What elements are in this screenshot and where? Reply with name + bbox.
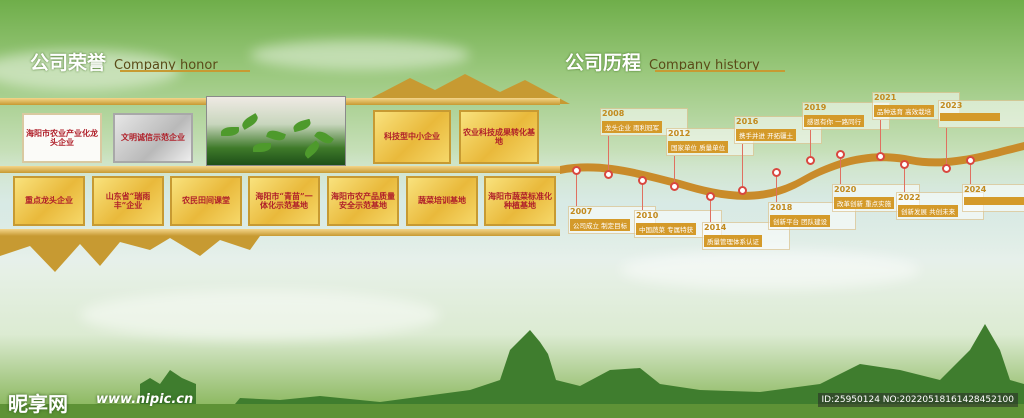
honor-title-en: Company honor — [114, 58, 218, 73]
honor-cert-row2-7: 海阳市蔬菜标准化种植基地 — [484, 176, 556, 226]
honor-cert-row1-1: 海阳市农业产业化龙头企业 — [22, 113, 102, 163]
timeline-dot — [772, 168, 781, 177]
timeline-text: 携手并进 开拓疆土 — [736, 129, 797, 141]
cert-text: 海阳市农业产业化龙头企业 — [26, 127, 98, 147]
timeline-connector — [608, 136, 609, 170]
timeline-dot — [604, 170, 613, 179]
timeline-connector — [946, 128, 947, 164]
honor-cert-row1-4: 农业科技成果转化基地 — [459, 110, 539, 164]
cert-text: 海阳市蔬菜标准化种植基地 — [488, 190, 552, 210]
timeline-dot — [900, 160, 909, 169]
timeline-dot — [966, 156, 975, 165]
honor-cert-row1-2: 文明诚信示范企业 — [113, 113, 193, 163]
honor-title-underline — [120, 70, 250, 72]
honor-cert-row2-5: 海阳市农产品质量安全示范基地 — [327, 176, 399, 226]
timeline-text: 国家单位 质量单位 — [668, 141, 729, 153]
honor-cert-row2-1: 重点龙头企业 — [13, 176, 85, 226]
cert-text: 海阳市“青苗”一体化示范基地 — [255, 190, 313, 210]
honor-cert-row2-3: 农民田间课堂 — [170, 176, 242, 226]
timeline-connector — [576, 174, 577, 206]
timeline-dot — [836, 150, 845, 159]
timeline-connector — [880, 120, 881, 152]
timeline-connector — [904, 168, 905, 192]
honor-cert-row2-6: 蔬菜培训基地 — [406, 176, 478, 226]
gold-mountain-bottom — [0, 236, 260, 272]
timeline-year: 2021 — [874, 93, 897, 102]
timeline-text: 创新发展 共创未来 — [898, 205, 959, 217]
timeline-connector — [710, 200, 711, 222]
timeline-text: 创新平台 团队建设 — [770, 215, 831, 227]
timeline-connector — [776, 176, 777, 202]
timeline-year: 2014 — [704, 223, 727, 232]
timeline-connector — [742, 144, 743, 186]
timeline-text: 品种选育 高效栽培 — [874, 105, 935, 117]
timeline-text — [964, 197, 1024, 205]
timeline-dot — [638, 176, 647, 185]
timeline-year: 2023 — [940, 101, 963, 110]
cert-text: 山东省“瑞雨丰”企业 — [105, 190, 151, 210]
timeline-dot — [738, 186, 747, 195]
timeline-connector — [840, 158, 841, 184]
timeline-year: 2012 — [668, 129, 691, 138]
timeline-text: 质量管理体系认证 — [704, 235, 762, 247]
bottom-band — [0, 404, 1024, 418]
honor-bottom-rail — [0, 229, 560, 236]
timeline-year: 2020 — [834, 185, 857, 194]
cert-text: 农业科技成果转化基地 — [463, 126, 535, 146]
timeline-dot — [706, 192, 715, 201]
watermark-url: www.nipic.cn — [96, 392, 194, 407]
timeline-text: 感恩有你 一路同行 — [804, 115, 865, 127]
timeline-text: 公司成立 制定目标 — [570, 219, 631, 231]
history-title-cn: 公司历程 — [565, 52, 642, 74]
timeline-connector — [810, 130, 811, 156]
timeline-connector — [970, 164, 971, 184]
honor-title: 公司荣誉 Company honor — [30, 48, 218, 75]
cloud — [80, 290, 440, 340]
timeline-dot — [876, 152, 885, 161]
honor-cert-row2-4: 海阳市“青苗”一体化示范基地 — [248, 176, 320, 226]
timeline-text: 改革创新 重点实施 — [834, 197, 895, 209]
timeline-year: 2016 — [736, 117, 759, 126]
timeline-year: 2007 — [570, 207, 593, 216]
timeline-connector — [642, 184, 643, 210]
honor-title-cn: 公司荣誉 — [30, 52, 107, 74]
city-silhouette — [140, 324, 1024, 410]
watermark-logo: 昵享网 — [8, 392, 68, 416]
cert-text: 重点龙头企业 — [25, 195, 73, 206]
timeline-dot — [806, 156, 815, 165]
history-title-underline — [655, 70, 785, 72]
timeline-year: 2024 — [964, 185, 987, 194]
timeline-text: 中国蔬菜 专属特获 — [636, 223, 697, 235]
timeline-year: 2018 — [770, 203, 793, 212]
timeline-text — [940, 113, 1000, 121]
cloud — [620, 250, 920, 290]
timeline-year: 2008 — [602, 109, 625, 118]
honor-cert-row1-3: 科技型中小企业 — [373, 110, 451, 164]
timeline-year: 2019 — [804, 103, 827, 112]
timeline-text: 龙头企业 雨利冠军 — [602, 121, 663, 133]
seedling-photo — [206, 96, 346, 166]
cloud — [250, 40, 470, 70]
timeline-connector — [674, 156, 675, 182]
cert-text: 科技型中小企业 — [384, 131, 440, 142]
watermark-id: ID:25950124 NO:20220518161428452100 — [817, 393, 1018, 407]
history-title-en: Company history — [649, 58, 760, 73]
cert-text: 文明诚信示范企业 — [121, 132, 185, 143]
timeline-dot — [942, 164, 951, 173]
honor-cert-row2-2: 山东省“瑞雨丰”企业 — [92, 176, 164, 226]
timeline-dot — [572, 166, 581, 175]
history-title: 公司历程 Company history — [565, 48, 760, 75]
cert-text: 农民田间课堂 — [182, 195, 230, 206]
honor-mid-rail — [0, 166, 560, 173]
gold-mountain-top — [360, 74, 570, 104]
timeline-dot — [670, 182, 679, 191]
cert-text: 海阳市农产品质量安全示范基地 — [331, 190, 395, 210]
timeline-year: 2022 — [898, 193, 921, 202]
cert-text: 蔬菜培训基地 — [418, 195, 466, 206]
timeline-year: 2010 — [636, 211, 659, 220]
